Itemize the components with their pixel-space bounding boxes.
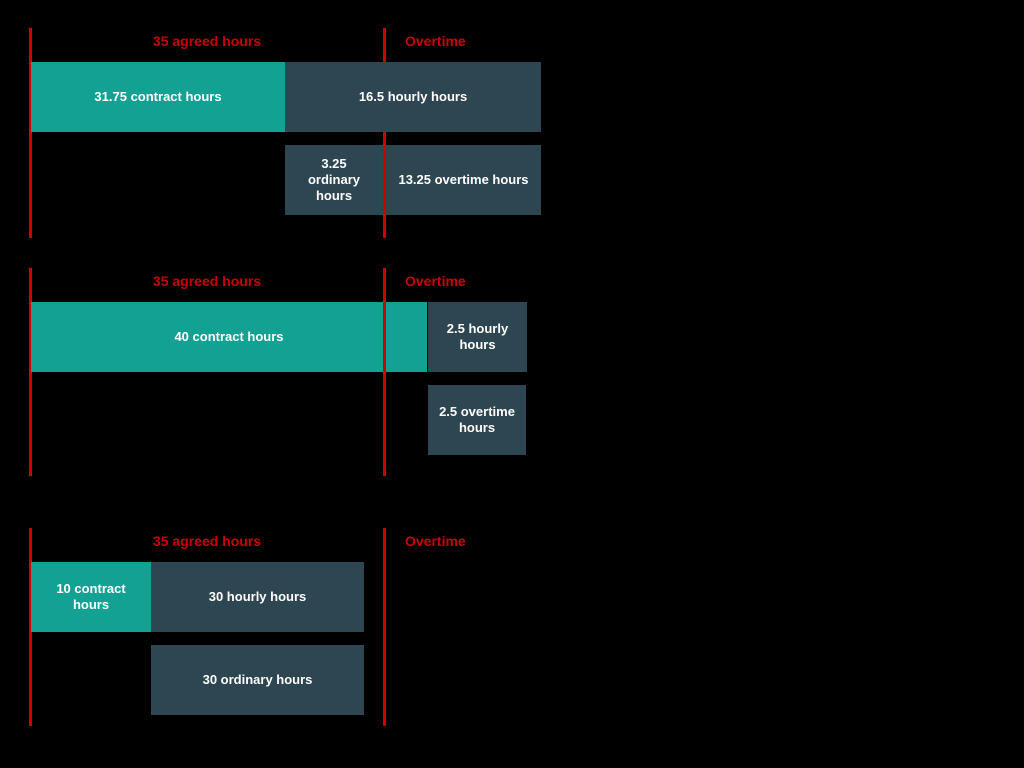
scenario-3-agreed-hours-boundary-line — [383, 528, 386, 726]
scenario-1-agreed-hours-boundary-line — [383, 28, 386, 238]
scenario-3-hourly-hours-bar: 30 hourly hours — [151, 562, 364, 632]
scenario-1-hourly-hours-bar: 16.5 hourly hours — [285, 62, 541, 132]
scenario-3-start-boundary-line — [29, 528, 32, 726]
scenario-1-overtime-hours-bar: 13.25 overtime hours — [386, 145, 541, 215]
scenario-3: 35 agreed hours Overtime 10 contract hou… — [0, 528, 1024, 726]
scenario-1: 35 agreed hours Overtime 31.75 contract … — [0, 28, 1024, 238]
scenario-1-agreed-hours-label: 35 agreed hours — [152, 33, 262, 49]
scenario-2-contract-hours-bar: 40 contract hours — [31, 302, 427, 372]
scenario-3-overtime-label: Overtime — [405, 533, 466, 549]
scenario-2-agreed-hours-label: 35 agreed hours — [152, 273, 262, 289]
scenario-2-start-boundary-line — [29, 268, 32, 476]
scenario-2-hourly-hours-bar: 2.5 hourly hours — [428, 302, 527, 372]
scenario-1-start-boundary-line — [29, 28, 32, 238]
scenario-2-agreed-hours-boundary-line — [383, 268, 386, 476]
scenario-1-overtime-label: Overtime — [405, 33, 466, 49]
scenario-3-ordinary-hours-bar: 30 ordinary hours — [151, 645, 364, 715]
scenario-3-contract-hours-bar: 10 contract hours — [31, 562, 151, 632]
scenario-2-overtime-hours-bar: 2.5 overtime hours — [428, 385, 526, 455]
scenario-2: 35 agreed hours Overtime 40 contract hou… — [0, 268, 1024, 476]
scenario-3-agreed-hours-label: 35 agreed hours — [152, 533, 262, 549]
scenario-1-ordinary-hours-bar: 3.25 ordinary hours — [285, 145, 383, 215]
scenario-2-overtime-label: Overtime — [405, 273, 466, 289]
scenario-1-contract-hours-bar: 31.75 contract hours — [31, 62, 285, 132]
